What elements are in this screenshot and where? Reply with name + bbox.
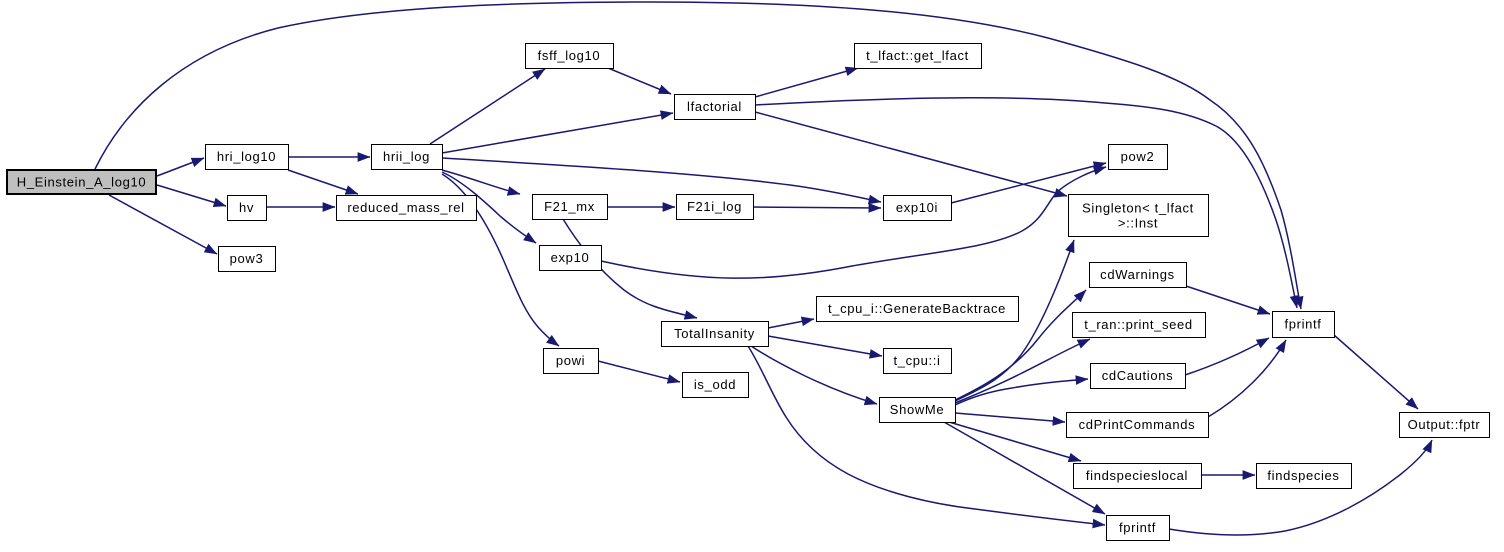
svg-text:findspecieslocal: findspecieslocal xyxy=(1086,468,1188,483)
svg-text:exp10i: exp10i xyxy=(896,200,938,215)
svg-text:cdCautions: cdCautions xyxy=(1102,368,1174,383)
svg-text:cdPrintCommands: cdPrintCommands xyxy=(1079,417,1196,432)
svg-text:powi: powi xyxy=(556,353,585,368)
svg-text:reduced_mass_rel: reduced_mass_rel xyxy=(347,200,464,215)
svg-text:H_Einstein_A_log10: H_Einstein_A_log10 xyxy=(17,175,147,190)
svg-text:Output::fptr: Output::fptr xyxy=(1408,417,1481,432)
svg-text:hv: hv xyxy=(239,200,254,215)
svg-text:Singleton< t_lfact: Singleton< t_lfact xyxy=(1082,201,1194,216)
svg-text:fprintf: fprintf xyxy=(1284,317,1321,332)
svg-text:F21i_log: F21i_log xyxy=(687,199,742,214)
svg-text:t_ran::print_seed: t_ran::print_seed xyxy=(1084,317,1193,332)
svg-text:t_cpu::i: t_cpu::i xyxy=(893,353,940,368)
svg-text:lfactorial: lfactorial xyxy=(687,99,742,114)
svg-text:pow2: pow2 xyxy=(1121,149,1155,164)
svg-text:hri_log10: hri_log10 xyxy=(217,149,276,164)
svg-text:cdWarnings: cdWarnings xyxy=(1100,267,1175,282)
svg-text:fsff_log10: fsff_log10 xyxy=(538,48,601,63)
svg-text:hrii_log: hrii_log xyxy=(383,149,430,164)
svg-text:ShowMe: ShowMe xyxy=(890,402,944,417)
svg-text:>::Inst: >::Inst xyxy=(1118,216,1158,231)
svg-text:t_lfact::get_lfact: t_lfact::get_lfact xyxy=(866,48,969,63)
svg-text:pow3: pow3 xyxy=(230,251,264,266)
svg-text:fprintf: fprintf xyxy=(1119,520,1156,535)
svg-text:is_odd: is_odd xyxy=(694,377,736,392)
svg-text:TotalInsanity: TotalInsanity xyxy=(674,326,755,341)
svg-text:t_cpu_i::GenerateBacktrace: t_cpu_i::GenerateBacktrace xyxy=(828,301,1006,316)
svg-text:findspecies: findspecies xyxy=(1267,468,1339,483)
svg-text:exp10: exp10 xyxy=(551,250,590,265)
svg-text:F21_mx: F21_mx xyxy=(544,199,595,214)
